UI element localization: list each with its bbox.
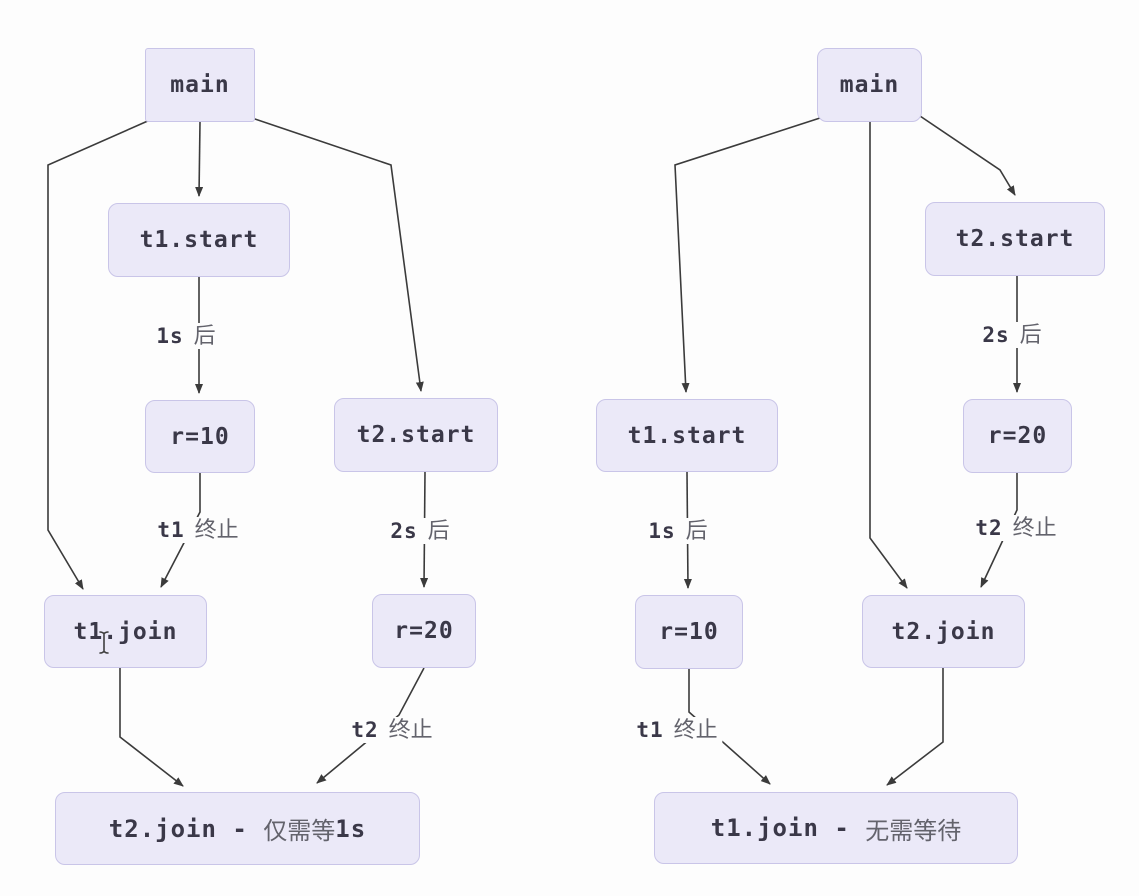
edge-label-code: t1 <box>157 517 185 542</box>
edge-right-t2join-result <box>886 668 944 786</box>
node-right-result: t1.join - 无需等待 <box>654 792 1018 864</box>
edge-label-right-after-1s: 1s 后 <box>643 518 713 544</box>
edge-left-main-t1start <box>195 121 204 197</box>
node-right-t2-join: t2.join <box>862 595 1025 668</box>
edge-label-zh: 后 <box>427 518 450 543</box>
edge-label-left-t2-end: t2 终止 <box>346 717 438 743</box>
node-label-zh: 无需等待 <box>865 818 962 845</box>
edge-right-main-t2start <box>919 115 1016 196</box>
edge-label-left-after-1s: 1s 后 <box>151 323 221 349</box>
node-label: r=20 <box>394 618 454 644</box>
node-right-t1-start: t1.start <box>596 399 778 472</box>
node-label: t2.join <box>891 618 996 645</box>
edge-label-zh: 后 <box>1019 322 1042 347</box>
node-left-t1-join: t1.join <box>44 595 207 668</box>
edge-right-main-t2join <box>869 122 908 589</box>
edge-label-zh: 终止 <box>1012 515 1057 540</box>
edge-label-zh: 终止 <box>388 717 433 742</box>
node-label: t1.start <box>627 422 747 449</box>
node-label: t1.join <box>73 618 178 645</box>
edge-left-main-t1join <box>47 119 151 590</box>
edge-label-zh: 终止 <box>194 517 239 542</box>
edge-left-r10-t1join <box>160 473 201 588</box>
edge-right-r10-result <box>688 669 771 785</box>
edge-label-code: t1 <box>636 717 664 742</box>
node-label: t2.start <box>955 226 1075 252</box>
node-label: r=10 <box>170 423 230 450</box>
node-label-code: t2.join - <box>108 814 264 843</box>
node-left-t1-start: t1.start <box>108 203 290 277</box>
node-right-r20: r=20 <box>963 399 1072 473</box>
node-right-t2-start: t2.start <box>925 202 1105 276</box>
edge-label-right-t1-end: t1 终止 <box>631 717 723 743</box>
node-label: r=20 <box>987 423 1048 449</box>
edge-label-code: 1s <box>156 323 184 348</box>
edge-label-right-t2-end: t2 终止 <box>970 515 1062 541</box>
node-left-t2-start: t2.start <box>334 398 498 472</box>
edge-right-main-t1start <box>674 117 821 393</box>
edge-left-t1join-result <box>119 668 184 787</box>
edge-label-code: t2 <box>351 717 379 742</box>
node-label-code: t1.join - <box>710 814 866 842</box>
node-label-code2: 1s <box>335 814 367 843</box>
edge-label-left-t1-end: t1 终止 <box>152 517 244 543</box>
node-label: t2.start <box>356 422 476 448</box>
edge-label-zh: 后 <box>685 518 708 543</box>
edge-left-r20-result <box>316 667 425 784</box>
edge-label-zh: 后 <box>193 323 216 348</box>
ibeam-cursor-icon <box>99 631 109 654</box>
node-left-main: main <box>145 48 255 122</box>
node-left-r20: r=20 <box>372 594 476 668</box>
edge-label-code: 2s <box>982 322 1010 347</box>
node-label: main <box>170 72 230 98</box>
node-label: t1.start <box>139 227 259 253</box>
node-label-zh: 仅需等 <box>263 819 336 845</box>
node-right-main: main <box>817 48 922 122</box>
edge-label-code: 1s <box>648 518 676 543</box>
node-left-r10: r=10 <box>145 400 255 473</box>
edge-label-zh: 终止 <box>673 717 718 742</box>
edge-label-code: t2 <box>975 515 1003 540</box>
edge-label-code: 2s <box>390 518 418 543</box>
edge-right-r20-t2join <box>980 473 1018 588</box>
edge-left-main-t2start <box>251 117 424 392</box>
node-label: main <box>839 72 900 98</box>
node-right-r10: r=10 <box>635 595 743 669</box>
node-label: r=10 <box>659 619 719 645</box>
edge-label-left-after-2s: 2s 后 <box>385 518 455 544</box>
edge-label-right-after-2s: 2s 后 <box>977 322 1047 348</box>
